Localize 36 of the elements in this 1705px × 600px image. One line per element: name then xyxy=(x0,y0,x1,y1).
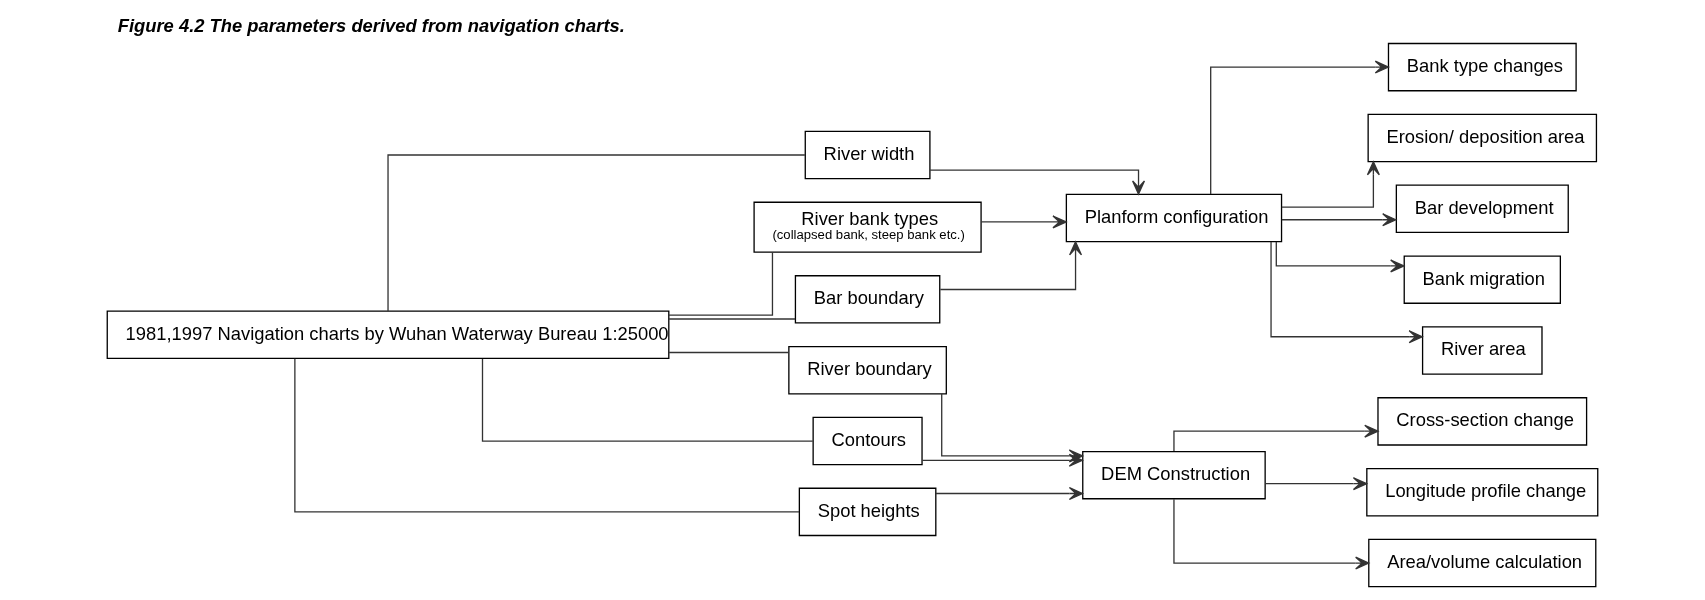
node-box: 1981,1997 Navigation charts by Wuhan Waterway Bureau 1:25000 xyxy=(106,310,670,360)
arrow xyxy=(939,241,1083,291)
arrow xyxy=(1281,161,1380,208)
connector xyxy=(668,251,774,316)
node-box: Contours xyxy=(812,416,923,466)
node-box: Longitude profile change xyxy=(1366,467,1599,517)
node-box: Bar boundary xyxy=(794,275,941,324)
node-box: River boundary xyxy=(788,345,947,395)
node-box: Spot heights xyxy=(798,487,937,537)
arrow xyxy=(1275,241,1405,273)
connector xyxy=(294,358,800,513)
arrow xyxy=(935,486,1084,501)
node-box: Area/volume calculation xyxy=(1368,538,1597,588)
connector xyxy=(668,318,796,320)
arrow xyxy=(1281,213,1397,227)
node-box: Bar development xyxy=(1395,184,1569,234)
arrow xyxy=(1270,241,1423,344)
node-box: River area xyxy=(1421,326,1543,375)
arrow xyxy=(1173,498,1370,570)
node-box: River width xyxy=(804,130,931,180)
arrow xyxy=(1264,477,1368,491)
connector xyxy=(387,154,806,312)
arrow xyxy=(921,453,1084,467)
connector xyxy=(481,358,814,442)
diagram-title: Figure 4.2 The parameters derived from navigation charts. xyxy=(117,14,625,36)
node-box: Planform configuration xyxy=(1065,193,1283,243)
node-box: Erosion/ deposition area xyxy=(1367,113,1598,163)
node-box: DEM Construction xyxy=(1082,450,1266,500)
arrow xyxy=(980,215,1067,229)
node-box: Bank migration xyxy=(1403,255,1561,304)
node-box: Cross-section change xyxy=(1377,397,1588,446)
arrow xyxy=(929,169,1146,195)
connector xyxy=(668,351,790,354)
node-box: Bank type changes xyxy=(1387,42,1577,92)
node-box: River bank types (collapsed bank, steep bank etc.) xyxy=(753,201,982,253)
arrow xyxy=(1210,60,1390,195)
